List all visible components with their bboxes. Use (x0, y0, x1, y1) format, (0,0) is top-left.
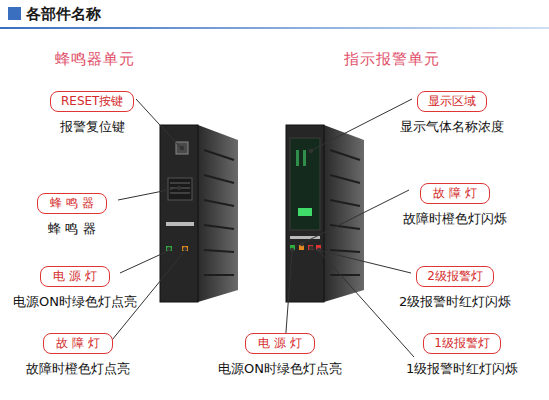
callout-tag: 显示区域 (417, 91, 487, 112)
callout-description: 1级报警时红灯闪烁 (406, 360, 518, 378)
callout: 故 障 灯故障时橙色灯闪烁 (403, 183, 507, 228)
callout-tag: 蜂 鸣 器 (37, 193, 107, 214)
header-rule (0, 27, 549, 29)
callout: RESET按键报警复位键 (50, 91, 134, 136)
callout: 故 障 灯故障时橙色灯点亮 (26, 333, 130, 378)
callout-description: 蜂 鸣 器 (48, 220, 95, 238)
callout-tag: RESET按键 (50, 91, 134, 112)
header-icon (8, 7, 21, 20)
callout-description: 报警复位键 (60, 118, 125, 136)
callout-tag: 电 源 灯 (40, 266, 110, 287)
callout-tag: 1级报警灯 (423, 333, 501, 354)
callout: 电 源 灯电源ON时绿色灯点亮 (218, 333, 342, 378)
unit-heading: 蜂鸣器单元 (55, 50, 135, 69)
buzzer-unit (160, 125, 238, 302)
callout-description: 电源ON时绿色灯点亮 (13, 293, 137, 311)
callout-description: 显示气体名称浓度 (400, 118, 504, 136)
callout-tag: 2级报警灯 (416, 266, 494, 287)
callout-description: 故障时橙色灯点亮 (26, 360, 130, 378)
leader-lines (112, 99, 414, 357)
callout-description: 故障时橙色灯闪烁 (403, 210, 507, 228)
indicator-unit (286, 125, 364, 302)
callout: 显示区域显示气体名称浓度 (400, 91, 504, 136)
unit-heading: 指示报警单元 (344, 50, 440, 69)
callout-description: 电源ON时绿色灯点亮 (218, 360, 342, 378)
callout: 1级报警灯 1级报警时红灯闪烁 (406, 333, 518, 378)
callout: 蜂 鸣 器蜂 鸣 器 (37, 193, 107, 238)
page-title: 各部件名称 (26, 5, 101, 24)
callout-description: 2级报警时红灯闪烁 (399, 293, 511, 311)
callout-tag: 故 障 灯 (420, 183, 490, 204)
callout-tag: 故 障 灯 (43, 333, 113, 354)
callout-tag: 电 源 灯 (245, 333, 315, 354)
callout: 2级报警灯 2级报警时红灯闪烁 (399, 266, 511, 311)
callout: 电 源 灯电源ON时绿色灯点亮 (13, 266, 137, 311)
